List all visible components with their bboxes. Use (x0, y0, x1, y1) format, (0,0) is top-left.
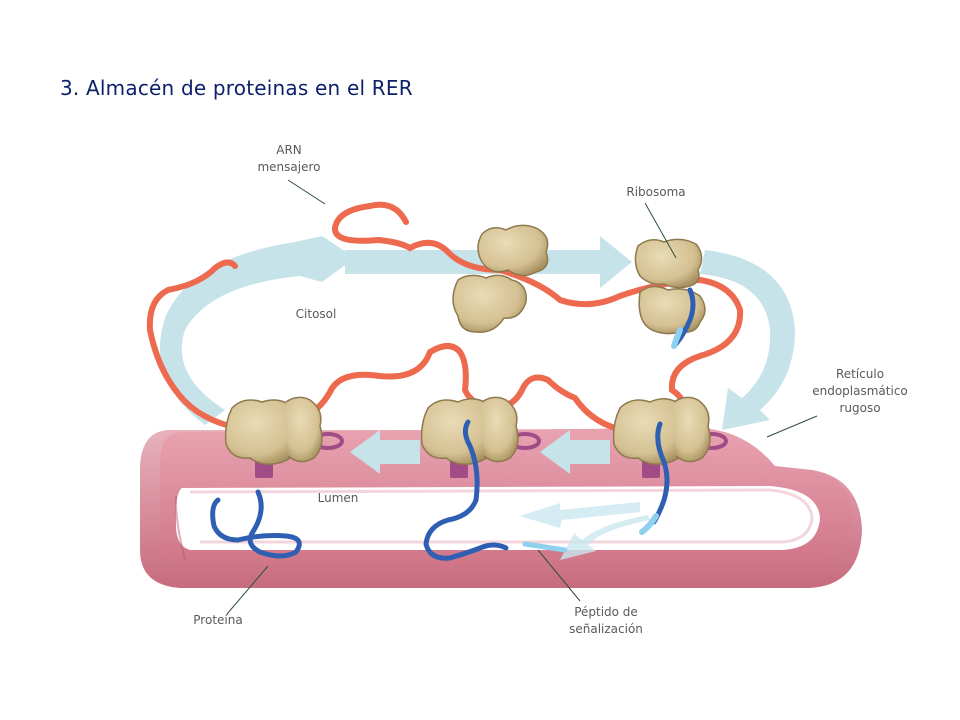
membrane-arrows (350, 430, 610, 474)
page-title: 3. Almacén de proteinas en el RER (60, 76, 413, 100)
ribosome-free-1 (452, 224, 549, 333)
ribosome-bound-2 (420, 396, 519, 465)
label-ribosome: Ribosoma (626, 185, 686, 199)
lumen-arrows (520, 502, 650, 560)
label-mrna: ARN mensajero (257, 143, 321, 174)
polypeptide-chains (423, 287, 696, 561)
folded-protein (210, 489, 302, 559)
leader-lines (226, 179, 818, 615)
label-signal-peptide: Péptido de señalización (569, 605, 643, 636)
ribosome-bound-3 (612, 396, 711, 465)
label-rough-er: Retículo endoplasmático rugoso (812, 367, 908, 415)
label-cytosol: Citosol (295, 307, 337, 321)
ribosome-bound-1 (224, 396, 323, 465)
label-protein: Proteína (193, 613, 243, 627)
rough-er-membrane (140, 428, 862, 588)
label-lumen: Lumen (317, 491, 359, 505)
